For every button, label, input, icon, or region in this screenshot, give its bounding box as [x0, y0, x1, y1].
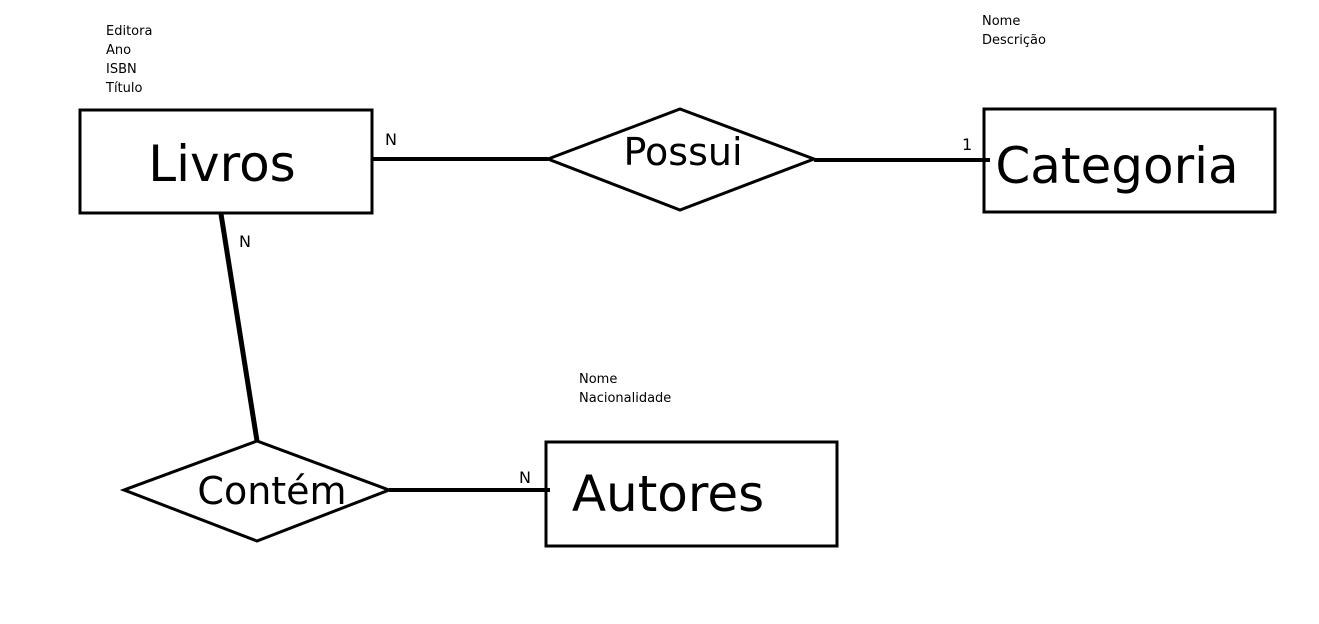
entity-livros-label: Livros	[148, 135, 295, 193]
relationship-possui-diamond	[543, 107, 819, 212]
entity-livros-box	[78, 108, 374, 215]
attribute-item: Nacionalidade	[579, 391, 672, 406]
attributes-livros: Editora Ano ISBN Título	[106, 22, 152, 98]
attribute-item: Nome	[579, 372, 618, 387]
attribute-item: Ano	[106, 43, 132, 58]
attribute-item: Editora	[106, 24, 153, 39]
relationship-contem-diamond	[119, 439, 394, 543]
cardinality-livros-contem: N	[239, 232, 251, 251]
cardinality-categoria-possui: 1	[962, 135, 972, 154]
relationship-contem[interactable]: Contém	[119, 439, 394, 543]
attribute-item: Descrição	[982, 33, 1046, 48]
cardinality-autores-contem: N	[519, 468, 531, 487]
entity-categoria-label: Categoria	[995, 137, 1238, 195]
attribute-item: ISBN	[106, 62, 137, 77]
attributes-categoria: Nome Descrição	[982, 12, 1046, 50]
relationship-contem-label: Contém	[197, 469, 346, 513]
entity-autores-label: Autores	[572, 465, 764, 523]
entity-autores[interactable]: Autores	[544, 440, 839, 548]
entity-categoria[interactable]: Categoria	[982, 107, 1277, 214]
entity-categoria-box	[982, 107, 1277, 214]
line-livros-contem	[218, 213, 260, 442]
entity-autores-box	[544, 440, 839, 548]
attributes-autores: Nome Nacionalidade	[579, 370, 671, 408]
relationship-possui[interactable]: Possui	[543, 107, 819, 212]
relationship-possui-label: Possui	[623, 130, 742, 174]
entity-livros[interactable]: Livros	[78, 108, 374, 215]
cardinality-livros-possui: N	[385, 130, 397, 149]
attribute-item: Título	[106, 81, 143, 96]
attribute-item: Nome	[982, 14, 1021, 29]
